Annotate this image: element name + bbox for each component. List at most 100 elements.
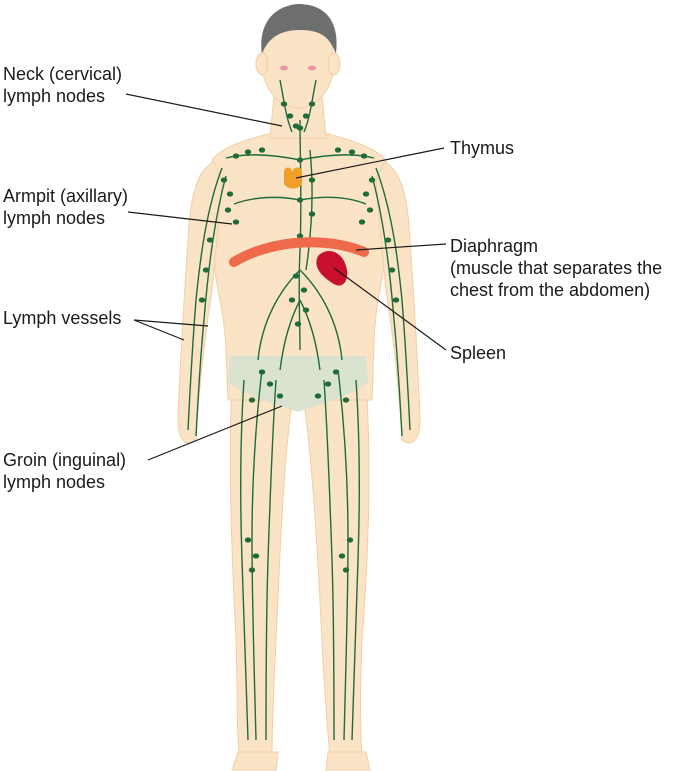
lymph-vessel — [371, 175, 403, 437]
lymph-node — [346, 537, 354, 543]
lymph-node — [296, 197, 304, 203]
lymph-vessel — [239, 379, 249, 741]
vessels-label-line1: Lymph vessels — [3, 308, 122, 328]
lymph-node — [198, 297, 206, 303]
armpit-lymph-nodes-label: Armpit (axillary) lymph nodes — [3, 185, 128, 229]
spleen-label-line1: Spleen — [450, 343, 507, 363]
diaphragm — [229, 237, 369, 267]
lymph-vessel — [299, 196, 367, 205]
hair — [261, 4, 337, 54]
lymph-node — [348, 149, 356, 155]
thymus-leader — [295, 147, 445, 179]
leader-lines — [125, 93, 447, 461]
lymph-nodes — [198, 101, 400, 573]
lymph-node — [324, 381, 332, 387]
lymph-vessels — [187, 79, 411, 741]
lymph-node — [226, 191, 234, 197]
left-arm — [177, 161, 223, 444]
lymph-node — [292, 273, 300, 279]
lymph-node — [332, 369, 340, 375]
lymph-vessel — [299, 299, 321, 371]
diaphragm-label-line3: chest from the abdomen) — [450, 280, 651, 300]
lymph-node — [302, 113, 310, 119]
right-foot — [325, 751, 371, 771]
lymph-node — [342, 567, 350, 573]
lymph-node — [252, 553, 260, 559]
lymph-node — [296, 233, 304, 239]
lymph-vessel — [251, 369, 263, 741]
armpit-leader — [127, 211, 233, 225]
lymph-node — [294, 321, 302, 327]
left-eye — [280, 65, 288, 71]
lymph-node — [384, 237, 392, 243]
lymph-node — [224, 207, 232, 213]
left-ear — [255, 52, 269, 76]
lymph-node — [334, 147, 342, 153]
lymph-vessel — [303, 79, 317, 133]
lymph-node — [296, 125, 304, 131]
thymus-label: Thymus — [450, 137, 514, 159]
body-silhouette — [177, 4, 421, 771]
groin-label-line1: Groin (inguinal) — [3, 450, 127, 470]
groin-label-line2: lymph nodes — [3, 472, 106, 492]
lymph-node — [280, 101, 288, 107]
diaphragm-leader — [355, 243, 447, 251]
neck-label-line1: Neck (cervical) — [3, 64, 123, 84]
lymph-node — [258, 147, 266, 153]
vessels-leader-lower — [133, 319, 185, 341]
lymph-node — [338, 553, 346, 559]
diaphragm-label: Diaphragm (muscle that separates the che… — [450, 235, 662, 301]
neck-label-line2: lymph nodes — [3, 86, 106, 106]
spleen-label: Spleen — [450, 342, 506, 364]
lymph-node — [342, 397, 350, 403]
neck-leader — [125, 93, 283, 127]
lymph-node — [308, 177, 316, 183]
groin-lymph-nodes-label: Groin (inguinal) lymph nodes — [3, 449, 126, 493]
spleen — [316, 251, 348, 286]
lymph-node — [302, 307, 310, 313]
lymph-node — [392, 297, 400, 303]
lymph-node — [258, 369, 266, 375]
lymph-node — [368, 177, 376, 183]
neck-lymph-nodes-label: Neck (cervical) lymph nodes — [3, 63, 122, 107]
lymph-node — [360, 153, 368, 159]
lymph-node — [220, 177, 228, 183]
lymph-node — [206, 237, 214, 243]
right-ear — [327, 52, 341, 76]
groin-leader — [147, 405, 283, 461]
lymph-node — [248, 397, 256, 403]
lymph-node — [366, 207, 374, 213]
armpit-label-line2: lymph nodes — [3, 208, 106, 228]
lymph-vessel — [375, 167, 411, 431]
lymph-vessel — [323, 379, 335, 741]
lymph-vessel — [305, 149, 313, 271]
lymph-node — [362, 191, 370, 197]
lymph-node — [288, 297, 296, 303]
armpit-label-line1: Armpit (axillary) — [3, 186, 129, 206]
diaphragm-label-line2: (muscle that separates the — [450, 258, 663, 278]
lymph-node — [276, 393, 284, 399]
lymph-vessel — [351, 379, 361, 741]
lymph-node — [308, 211, 316, 217]
thymus — [284, 167, 302, 189]
lymph-vessel — [298, 119, 302, 351]
lymph-node — [314, 393, 322, 399]
lymph-node — [244, 149, 252, 155]
diaphragm-label-line1: Diaphragm — [450, 236, 539, 256]
right-eye — [308, 65, 316, 71]
lymph-vessel — [187, 167, 223, 431]
lymph-node — [358, 219, 366, 225]
lymph-vessel — [299, 154, 375, 161]
lymph-vessel — [233, 196, 301, 205]
lymph-vessel — [279, 79, 293, 133]
lymph-node — [286, 113, 294, 119]
left-leg — [229, 379, 293, 761]
thymus-label-line1: Thymus — [450, 138, 515, 158]
lymph-vessels-label: Lymph vessels — [3, 307, 121, 329]
lymph-vessel — [225, 154, 301, 161]
lymph-vessel — [299, 269, 343, 361]
right-arm — [375, 161, 421, 444]
lymph-node — [300, 287, 308, 293]
vessels-leader-upper — [133, 319, 209, 327]
